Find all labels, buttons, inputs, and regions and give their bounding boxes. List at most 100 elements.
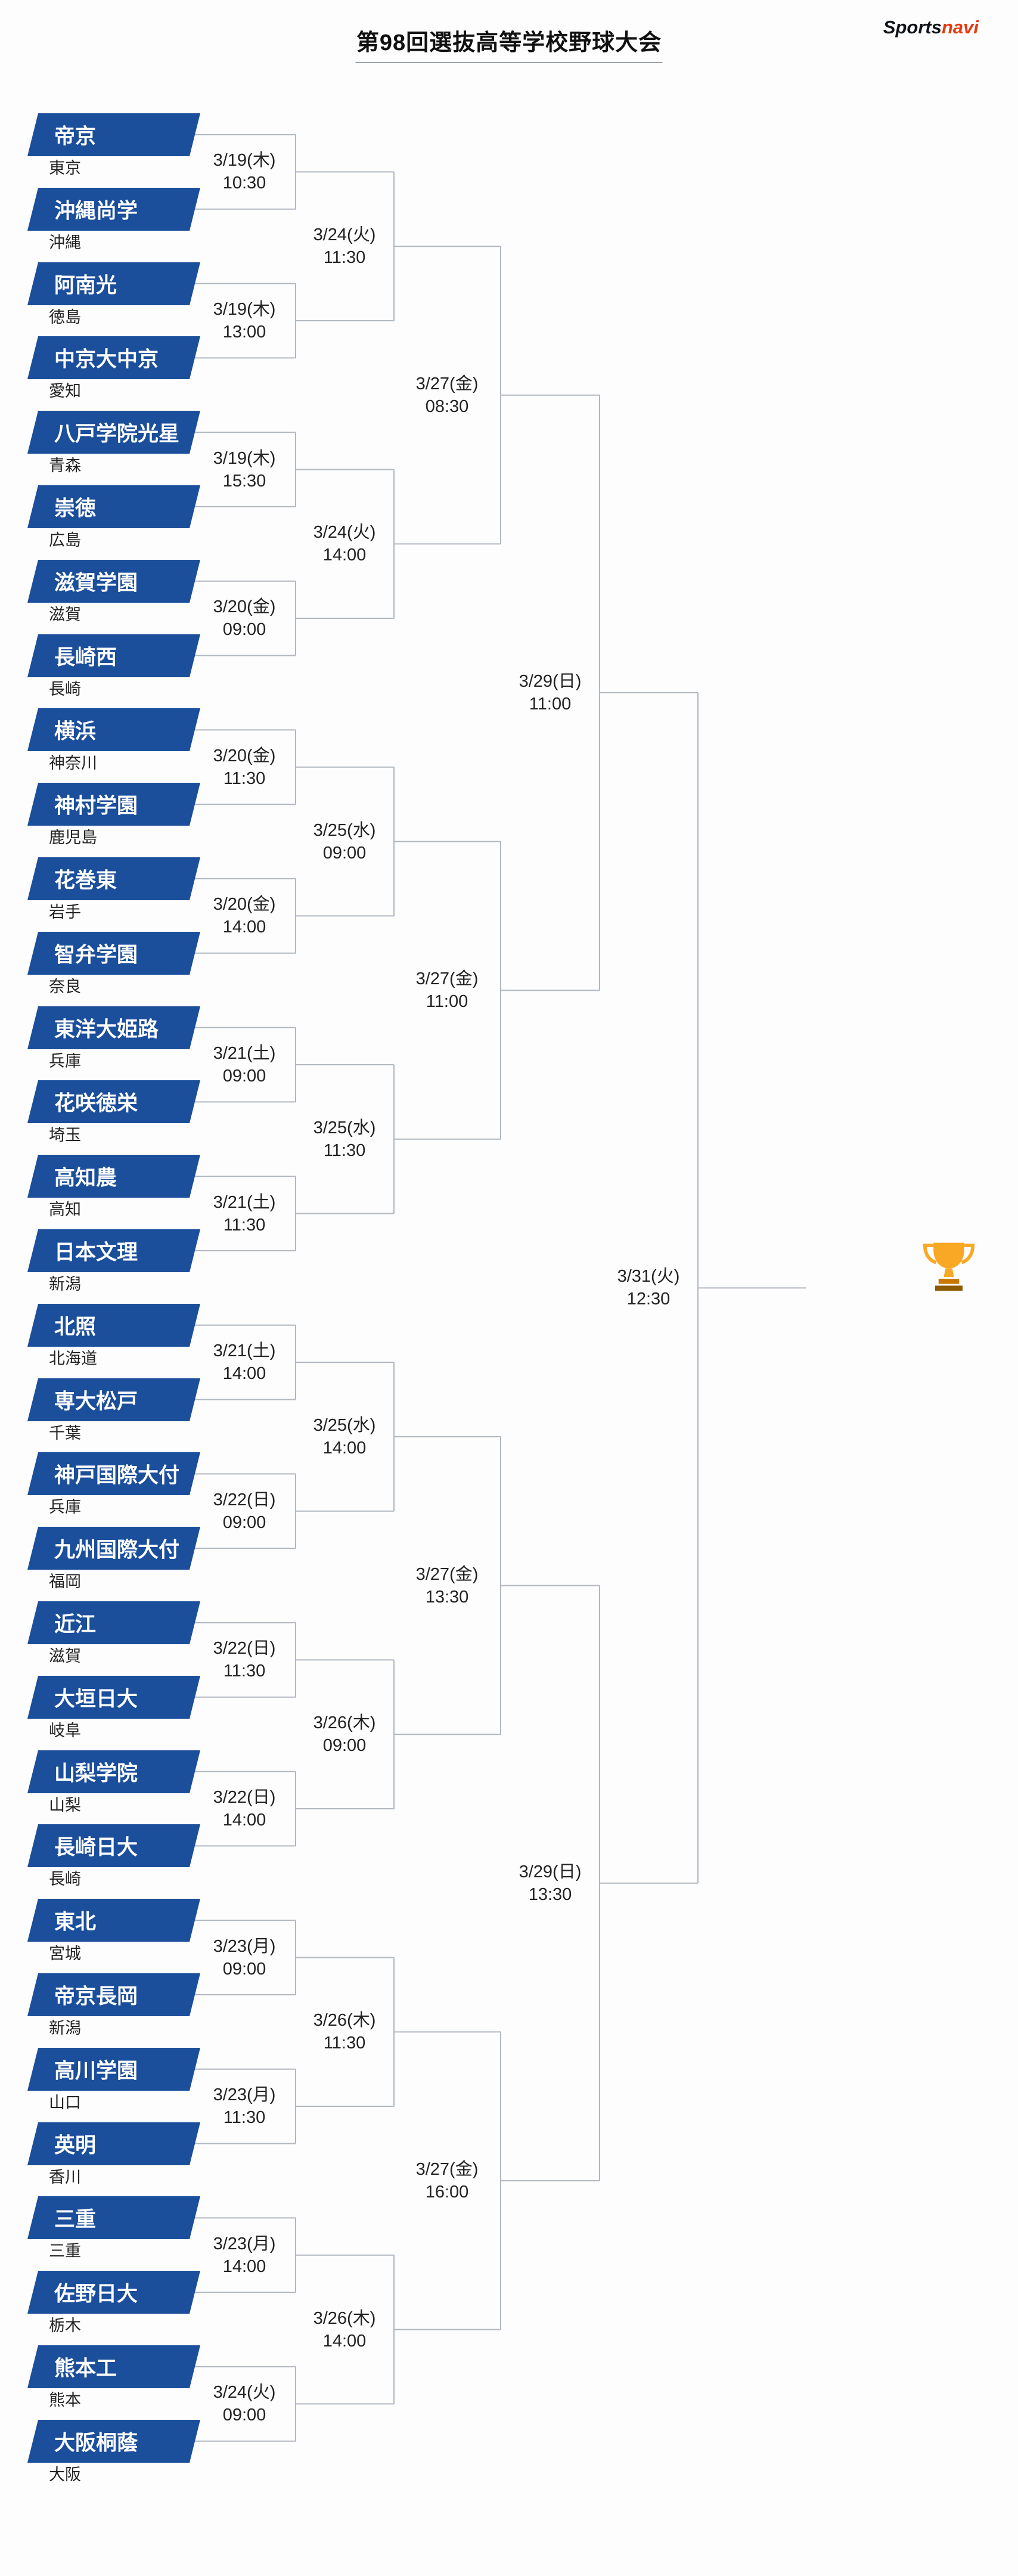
- match-date: 3/26(木): [313, 2011, 376, 2031]
- page-title: 第98回選抜高等学校野球大会: [356, 30, 662, 55]
- match-time-round1: 3/19(木)15:30: [185, 447, 304, 492]
- team-banner[interactable]: 高川学園: [27, 2047, 200, 2091]
- team-name: 横浜: [54, 720, 97, 743]
- team-banner[interactable]: 滋賀学園: [27, 559, 200, 603]
- team-prefecture: 埼玉: [49, 1126, 81, 1145]
- match-time-round1: 3/21(土)09:00: [185, 1042, 304, 1087]
- match-time-semifinal: 3/29(日)13:30: [491, 1861, 610, 1906]
- team-banner[interactable]: 三重: [27, 2196, 200, 2240]
- match-start-time: 14:00: [222, 1364, 266, 1384]
- team-name: 智弁学園: [54, 943, 138, 967]
- team-banner[interactable]: 北照: [27, 1303, 200, 1347]
- match-start-time: 14:00: [222, 917, 266, 937]
- match-date: 3/24(火): [213, 2383, 276, 2403]
- team-banner[interactable]: 智弁学園: [27, 931, 200, 975]
- match-start-time: 11:30: [223, 1215, 266, 1235]
- team-banner-bg: [27, 1899, 200, 1942]
- team-name: 花咲徳栄: [54, 1092, 138, 1115]
- team-banner[interactable]: 山梨学院: [27, 1750, 200, 1793]
- team-prefecture: 東京: [49, 159, 81, 177]
- team-banner-bg: [27, 485, 200, 528]
- match-time-semifinal: 3/29(日)11:00: [491, 670, 610, 715]
- match-date: 3/27(金): [415, 1564, 479, 1584]
- team-banner[interactable]: 長崎西: [27, 634, 200, 677]
- team-banner[interactable]: 花巻東: [27, 857, 200, 900]
- team-banner[interactable]: 東洋大姫路: [27, 1006, 200, 1049]
- match-date: 3/20(金): [213, 746, 276, 765]
- team-banner[interactable]: 近江: [27, 1601, 200, 1644]
- team-prefecture: 高知: [49, 1201, 81, 1219]
- team-name: 長崎日大: [54, 1836, 138, 1859]
- match-start-time: 09:00: [222, 2405, 266, 2425]
- team-prefecture: 長崎: [49, 680, 81, 698]
- match-start-time: 15:30: [222, 471, 266, 491]
- team-prefecture: 大阪: [49, 2465, 81, 2484]
- match-time-round2: 3/26(木)14:00: [285, 2307, 404, 2352]
- match-start-time: 12:30: [626, 1289, 671, 1309]
- team-prefecture: 愛知: [49, 382, 81, 401]
- team-banner[interactable]: 帝京: [27, 113, 200, 156]
- match-time-round1: 3/20(金)14:00: [185, 893, 304, 938]
- team-prefecture: 長崎: [49, 1870, 81, 1889]
- match-time-quarterfinal: 3/27(金)13:30: [387, 1563, 507, 1608]
- team-banner[interactable]: 大垣日大: [27, 1675, 200, 1719]
- team-banner-bg: [27, 1303, 200, 1347]
- team-banner-bg: [27, 2122, 200, 2165]
- team-banner[interactable]: 阿南光: [27, 262, 200, 305]
- match-time-round1: 3/21(土)14:00: [185, 1340, 304, 1385]
- team-banner[interactable]: 八戸学院光星: [27, 411, 200, 454]
- team-banner-bg: [27, 708, 200, 752]
- match-date: 3/25(水): [313, 1118, 376, 1137]
- team-name: 神村学園: [54, 794, 138, 818]
- team-banner[interactable]: 熊本工: [27, 2345, 200, 2388]
- team-name: 北照: [54, 1315, 97, 1339]
- match-date: 3/25(水): [313, 820, 376, 840]
- team-prefecture: 岐阜: [49, 1721, 81, 1740]
- team-banner[interactable]: 九州国際大付: [27, 1527, 200, 1570]
- team-banner[interactable]: 英明: [27, 2122, 200, 2165]
- team-banner[interactable]: 高知農: [27, 1155, 200, 1198]
- team-prefecture: 広島: [49, 531, 81, 549]
- match-date: 3/24(火): [313, 225, 376, 245]
- match-start-time: 09:00: [222, 1067, 266, 1086]
- match-time-round1: 3/21(土)11:30: [185, 1191, 304, 1236]
- team-banner[interactable]: 沖縄尚学: [27, 187, 200, 231]
- team-prefecture: 兵庫: [49, 1498, 81, 1517]
- match-start-time: 11:00: [426, 992, 468, 1012]
- match-start-time: 14:00: [222, 1811, 266, 1830]
- match-time-round2: 3/25(水)14:00: [285, 1414, 404, 1459]
- match-time-round2: 3/26(木)09:00: [285, 1712, 404, 1757]
- team-banner[interactable]: 神戸国際大付: [27, 1452, 200, 1496]
- match-start-time: 11:30: [323, 248, 366, 268]
- team-banner[interactable]: 神村学園: [27, 783, 200, 826]
- team-banner[interactable]: 大阪桐蔭: [27, 2419, 200, 2463]
- team-name: 神戸国際大付: [54, 1464, 180, 1487]
- match-start-time: 13:00: [222, 323, 266, 342]
- match-time-round1: 3/23(月)09:00: [185, 1935, 304, 1980]
- team-banner[interactable]: 日本文理: [27, 1229, 200, 1272]
- team-name: 高川学園: [54, 2059, 138, 2083]
- team-banner[interactable]: 帝京長岡: [27, 1973, 200, 2016]
- team-banner[interactable]: 専大松戸: [27, 1378, 200, 1421]
- team-banner[interactable]: 崇徳: [27, 485, 200, 528]
- team-banner[interactable]: 佐野日大: [27, 2271, 200, 2314]
- team-name: 長崎西: [54, 646, 117, 669]
- team-name: 八戸学院光星: [54, 422, 180, 446]
- sportsnavi-logo[interactable]: Sportsnavi: [883, 17, 979, 38]
- team-name: 沖縄尚学: [54, 199, 138, 223]
- match-date: 3/19(木): [213, 300, 276, 319]
- team-prefecture: 山口: [49, 2093, 81, 2112]
- team-prefecture: 宮城: [49, 1945, 81, 1963]
- team-banner[interactable]: 長崎日大: [27, 1824, 200, 1868]
- match-date: 3/23(月): [213, 1936, 276, 1956]
- match-time-round2: 3/26(木)11:30: [285, 2009, 404, 2054]
- team-banner-bg: [27, 1601, 200, 1644]
- team-name: 日本文理: [54, 1241, 138, 1264]
- team-banner[interactable]: 中京大中京: [27, 336, 200, 380]
- team-prefecture: 山梨: [49, 1796, 81, 1814]
- team-banner[interactable]: 花咲徳栄: [27, 1080, 200, 1124]
- team-banner[interactable]: 東北: [27, 1899, 200, 1942]
- team-banner[interactable]: 横浜: [27, 708, 200, 752]
